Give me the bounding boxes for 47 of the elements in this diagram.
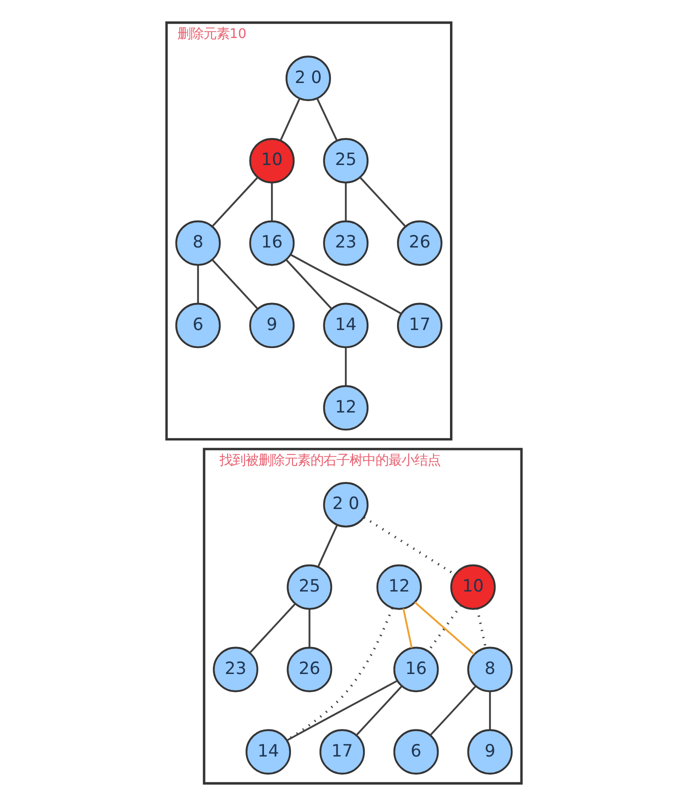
connector [308, 609, 310, 648]
node-circle: 23 [322, 220, 368, 266]
connector [286, 680, 398, 742]
connector [279, 98, 300, 141]
node-circle: 16 [248, 220, 294, 266]
node-circle: 6 [174, 302, 220, 348]
node-circle: 17 [318, 729, 364, 775]
node-circle: 12 [322, 385, 368, 431]
node-circle: 26 [286, 646, 332, 692]
node-circle: 25 [322, 138, 368, 184]
connector [355, 686, 402, 736]
node-circle: 16 [392, 646, 438, 692]
connector [414, 602, 474, 655]
node-circle: 17 [396, 302, 442, 348]
connector [270, 182, 272, 221]
node-circle: 6 [392, 729, 438, 775]
connector [429, 686, 476, 736]
node-circle: 14 [322, 302, 368, 348]
connector [344, 182, 346, 221]
connector [316, 98, 338, 142]
connector [211, 176, 258, 228]
node-circle: 9 [248, 302, 294, 348]
node-circle: 8 [466, 646, 512, 692]
node-circle: 12 [376, 564, 422, 610]
node-circle: 26 [396, 220, 442, 266]
connector [476, 608, 486, 648]
node-circle: 8 [174, 220, 220, 266]
connector [402, 608, 412, 648]
connector [285, 259, 332, 310]
node-circle: 2 0 [285, 56, 330, 102]
connector [344, 348, 346, 386]
connector [316, 524, 338, 567]
node-circle: 23 [212, 646, 258, 692]
connector [290, 254, 402, 314]
node-circle: 10 [450, 564, 496, 610]
connector [488, 692, 490, 730]
node-circle: 2 0 [322, 482, 368, 528]
connector [362, 516, 455, 576]
node-circle: 14 [245, 729, 290, 775]
node-circle: 9 [466, 729, 512, 775]
node-circle: 25 [286, 564, 332, 610]
connector [427, 604, 462, 652]
connector [196, 265, 198, 304]
connector [358, 176, 406, 228]
node-circle: 10 [248, 138, 294, 184]
connector [211, 259, 258, 310]
connector [248, 603, 296, 654]
